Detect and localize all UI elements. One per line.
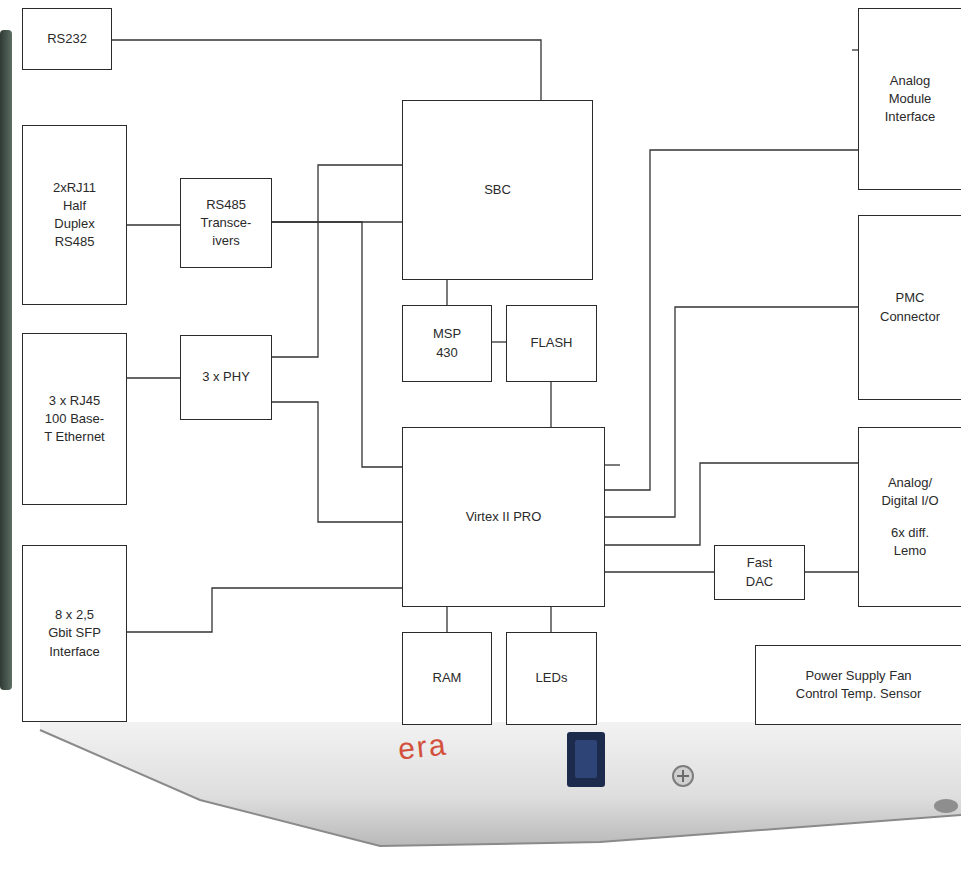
block-label: RS232 (47, 30, 87, 48)
wire-path (127, 224, 180, 225)
block-label: Fast DAC (740, 554, 780, 590)
block-box: 2xRJ11 Half Duplex RS485 (22, 125, 127, 305)
panel-slot (934, 799, 958, 813)
block-label: FLASH (531, 334, 573, 352)
block-box: Fast DAC (714, 545, 805, 600)
block-label: 3 x RJ45 100 Base-T Ethernet (43, 392, 107, 447)
block-box: Power Supply Fan Control Temp. Sensor (755, 645, 961, 725)
panel-edge (40, 730, 961, 846)
signal-wire (551, 382, 552, 427)
block-box: PMC Connector (858, 215, 961, 400)
wire-path (605, 571, 714, 572)
signal-wire (272, 222, 402, 467)
block-box: 8 x 2,5 Gbit SFP Interface (22, 545, 127, 722)
wire-path (446, 280, 447, 305)
wire-path (112, 40, 541, 100)
stub-line (605, 464, 620, 465)
block-label: 3 x PHY (202, 368, 250, 386)
signal-wire (605, 150, 858, 490)
block-box: RS232 (22, 8, 112, 70)
signal-wire (272, 402, 402, 522)
signal-wire (551, 607, 552, 632)
block-label: LEDs (536, 669, 568, 687)
block-label: Power Supply Fan Control Temp. Sensor (794, 667, 924, 703)
wire-path (492, 341, 506, 342)
wire-path (127, 377, 180, 378)
signal-wire (605, 463, 858, 545)
block-box: Analog/ Digital I/O 6x diff. Lemo (858, 427, 961, 607)
block-box: Virtex II PRO (402, 427, 605, 607)
signal-wire (127, 588, 402, 632)
front-panel (40, 722, 961, 846)
block-box: Analog Module Interface (858, 8, 961, 190)
block-label: Analog/ Digital I/O (878, 474, 942, 510)
signal-wire (605, 307, 858, 517)
wire-path (272, 165, 402, 357)
signal-wire (272, 165, 402, 357)
block-box: RS485 Transce- ivers (180, 178, 272, 268)
signal-wire (127, 225, 180, 226)
wire-path (805, 571, 858, 572)
signal-wire (112, 40, 541, 100)
block-box: MSP 430 (402, 305, 492, 382)
screw (673, 766, 693, 786)
block-box: FLASH (506, 305, 597, 382)
block-label: SBC (484, 181, 511, 199)
block-box: SBC (402, 100, 593, 280)
block-label: RS485 Transce- ivers (195, 196, 257, 251)
side-strip (0, 30, 12, 690)
block-box: RAM (402, 632, 492, 725)
block-label: MSP 430 (427, 325, 467, 361)
wire-path (272, 402, 402, 522)
signal-wire (447, 280, 448, 305)
logo-text: era (396, 728, 449, 767)
block-box: 3 x RJ45 100 Base-T Ethernet (22, 333, 127, 505)
wire-path (605, 150, 858, 490)
wire-path (605, 307, 858, 517)
signal-wire (127, 378, 180, 379)
block-label: Analog Module Interface (875, 72, 945, 127)
wire-path (127, 588, 402, 632)
block-label: Virtex II PRO (466, 508, 542, 526)
signal-wire (605, 572, 714, 573)
signal-wire (805, 572, 858, 573)
wire-path (446, 607, 447, 632)
block-box: LEDs (506, 632, 597, 725)
power-switch (567, 732, 605, 787)
power-switch-rocker (575, 740, 597, 778)
wire-path (550, 607, 551, 632)
block-label: 6x diff. Lemo (880, 524, 940, 560)
signal-wire (492, 342, 506, 343)
block-label: RAM (433, 669, 462, 687)
block-label: PMC Connector (870, 289, 950, 325)
signal-wire (447, 607, 448, 632)
block-label: 8 x 2,5 Gbit SFP Interface (45, 606, 105, 661)
wire-path (605, 463, 858, 545)
screw-slot (677, 770, 689, 782)
wire-path (272, 222, 402, 467)
block-label: 2xRJ11 Half Duplex RS485 (44, 179, 106, 252)
block-box: 3 x PHY (180, 335, 272, 420)
wire-path (550, 382, 551, 427)
